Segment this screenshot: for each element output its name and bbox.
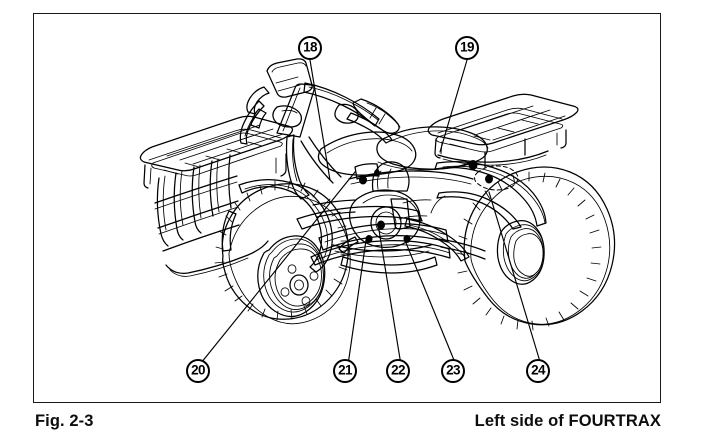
- callout-21-label: 21: [338, 362, 352, 378]
- leader-19: [439, 59, 468, 153]
- callout-23[interactable]: 23: [441, 359, 465, 383]
- leader-20: [200, 171, 356, 364]
- callout-22-label: 22: [391, 362, 405, 378]
- callout-20[interactable]: 20: [186, 359, 210, 383]
- callout-21[interactable]: 21: [333, 359, 357, 383]
- callout-22[interactable]: 22: [386, 359, 410, 383]
- engine-assembly: [312, 161, 486, 274]
- leader-24: [488, 191, 542, 366]
- figure-caption-row: Fig. 2-3 Left side of FOURTRAX: [33, 404, 661, 438]
- figure-description: Left side of FOURTRAX: [474, 411, 661, 430]
- callout-24-label: 24: [531, 362, 545, 378]
- figure-number: Fig. 2-3: [35, 411, 94, 430]
- rear-wheel: [456, 165, 616, 331]
- callout-19[interactable]: 19: [455, 36, 479, 60]
- rear-rack: [427, 93, 579, 170]
- leader-lines: [200, 59, 542, 366]
- atv-illustration: [139, 58, 616, 366]
- callout-23-label: 23: [446, 362, 460, 378]
- callout-18[interactable]: 18: [298, 36, 322, 60]
- atv-body: [221, 126, 547, 273]
- leader-22: [377, 223, 402, 366]
- callout-24[interactable]: 24: [526, 359, 550, 383]
- leader-18: [309, 59, 331, 181]
- callout-20-label: 20: [191, 362, 205, 378]
- leader-21: [347, 239, 367, 366]
- handlebar-assembly: [239, 58, 401, 200]
- callout-19-label: 19: [460, 39, 474, 55]
- callout-18-label: 18: [303, 39, 317, 55]
- leader-23: [403, 237, 457, 366]
- front-rack: [139, 115, 294, 277]
- front-wheel: [214, 180, 351, 325]
